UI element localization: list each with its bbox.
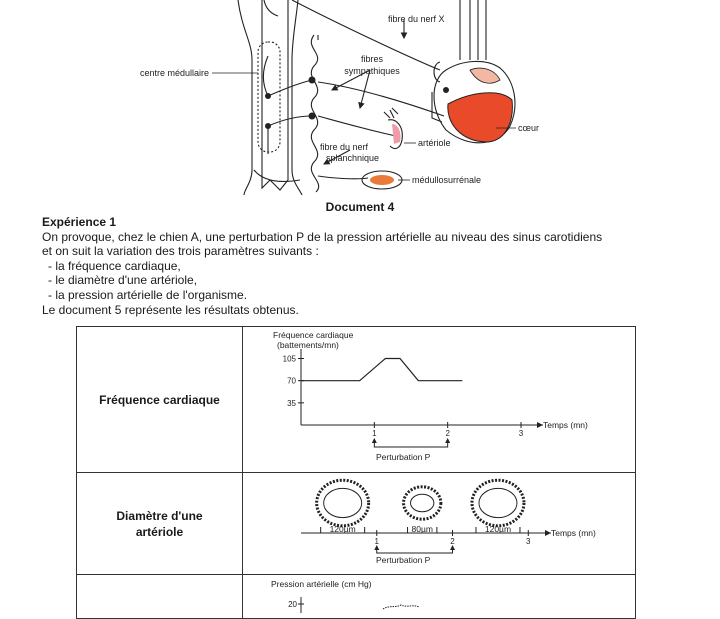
- arteriole-section: [470, 478, 526, 528]
- label-medullosurrenale: médullosurrénale: [412, 175, 481, 185]
- label-arteriole: artériole: [418, 138, 451, 148]
- chart1-xlabel: Temps (mn): [543, 420, 588, 430]
- document-4-title: Document 4: [325, 200, 395, 214]
- arteriole-section: [315, 478, 371, 528]
- param-cell: Diamètre d'une artériole: [76, 472, 243, 575]
- arteriole-lumen: [410, 493, 435, 513]
- chart1-ylabel-line2: (battements/mn): [277, 340, 339, 350]
- label-fibres-line1: fibres: [361, 54, 384, 64]
- label-fibres-line2: sympathiques: [344, 66, 400, 76]
- arteriole-lumen: [323, 487, 363, 519]
- label-splanchnique-line1: fibre du nerf: [320, 142, 369, 152]
- diameter-bracket: [407, 527, 438, 534]
- label-fibres-sympathiques: fibres: [361, 54, 384, 64]
- table-row: Fréquence cardiaque Fréquence cardiaque …: [76, 326, 636, 473]
- experience-para3: Le document 5 représente les résultats o…: [42, 302, 299, 317]
- chart2-xtick-label: 2: [450, 537, 455, 546]
- param-cell: [76, 574, 243, 619]
- chart2-perturbation-bracket: [376, 546, 454, 554]
- experience-heading: Expérience 1: [42, 215, 117, 229]
- chart1-x-arrow: [537, 422, 543, 428]
- experience-item: - la fréquence cardiaque,: [48, 258, 181, 273]
- graph-cell: Temps (mn) Perturbation P 1 2 3 120µm 80µm 12…: [242, 472, 636, 575]
- param-cell: Fréquence cardiaque: [76, 326, 243, 473]
- experience-item: - la pression artérielle de l'organisme.: [48, 287, 248, 302]
- chart1-ytick-label: 35: [287, 399, 296, 408]
- param-line2: artériole: [135, 524, 184, 539]
- chart2-perturbation-arrows: [374, 545, 456, 550]
- coeur-shape: [447, 92, 513, 143]
- ganglion-icons: [265, 76, 449, 129]
- label-splanchnique-line2: splanchnique: [326, 153, 379, 163]
- label-coeur: cœur: [518, 123, 539, 133]
- chart2-xtick-label: 3: [526, 537, 531, 546]
- chart2-annotation: Perturbation P: [376, 555, 431, 565]
- diameter-label: 120µm: [330, 524, 356, 534]
- centre-medullaire-box: [257, 41, 281, 153]
- chart1-ytick-label: 70: [287, 377, 296, 386]
- arteriole-diameter-chart: Temps (mn) Perturbation P 1 2 3 120µm 80µm 12…: [301, 478, 596, 565]
- arteriole-section: [402, 485, 443, 521]
- table-row: Pression artérielle (cm Hg) 20: [76, 574, 636, 619]
- chart2-xtick-label: 1: [375, 537, 380, 546]
- diameter-bracket: [475, 527, 521, 534]
- chart1-ytick-label: 105: [283, 355, 297, 364]
- chart1-series-line: [301, 357, 463, 382]
- nervous-diagram: fibre du nerf X centre médullaire fibres…: [140, 0, 539, 196]
- arteriole-lumen: [478, 487, 518, 519]
- diameter-bracket: [320, 527, 366, 534]
- spinal-cord: [237, 0, 253, 196]
- experience-text: Expérience 1 On provoque, chez le chien …: [42, 215, 682, 317]
- experience-para2: et on suit la variation des trois paramè…: [42, 244, 319, 259]
- graph-cell: Fréquence cardiaque (battements/mn) Temp…: [242, 326, 636, 473]
- results-table: Fréquence cardiaque Fréquence cardiaque …: [76, 326, 636, 619]
- chart1-ylabel-line1: Fréquence cardiaque: [273, 330, 354, 340]
- chart1-xtick-label: 1: [372, 429, 377, 438]
- label-nerf-x: fibre du nerf X: [388, 14, 445, 24]
- chart1-xtick-label: 3: [519, 429, 524, 438]
- diameter-label: 80µm: [411, 524, 432, 534]
- heart-rate-chart: Fréquence cardiaque (battements/mn) Temp…: [273, 330, 588, 462]
- experience-para1: On provoque, chez le chien A, une pertur…: [42, 229, 603, 244]
- param-line1: Diamètre d'une: [116, 508, 203, 523]
- blood-pressure-chart: Pression artérielle (cm Hg) 20: [271, 579, 420, 613]
- graph-cell: Pression artérielle (cm Hg) 20: [242, 574, 636, 619]
- diameter-label: 120µm: [485, 524, 511, 534]
- chart1-xtick-label: 2: [445, 429, 450, 438]
- label-centre-medullaire: centre médullaire: [140, 68, 209, 78]
- table-row: Diamètre d'une artériole Temps (mn) Pert…: [76, 472, 636, 575]
- chart1-perturbation-arrows: [371, 438, 451, 443]
- chart2-x-arrow: [545, 530, 551, 536]
- chart1-perturbation-bracket: [373, 439, 449, 448]
- chart1-annotation: Perturbation P: [376, 452, 431, 462]
- experience-item: - le diamètre d'une artériole,: [48, 273, 198, 288]
- chart3-ylabel: Pression artérielle (cm Hg): [271, 579, 372, 589]
- chart3-ytick: 20: [288, 600, 297, 609]
- chart2-xlabel: Temps (mn): [551, 528, 596, 538]
